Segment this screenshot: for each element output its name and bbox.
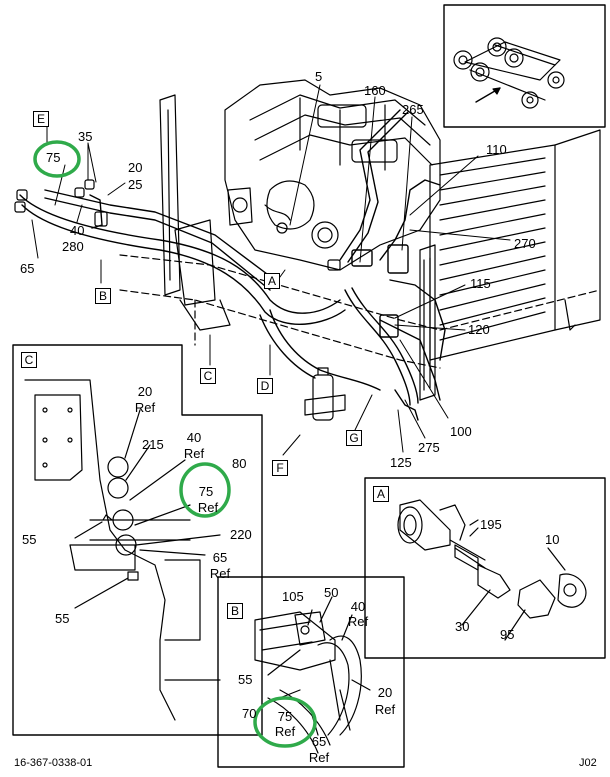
detail-c-view bbox=[12, 344, 263, 736]
detail-a-label-195: 195 bbox=[480, 517, 502, 532]
part-label-100: 100 bbox=[450, 424, 472, 439]
locator-inset bbox=[443, 4, 606, 128]
part-label-125: 125 bbox=[390, 455, 412, 470]
detail-c-label-20-ref: Ref bbox=[134, 400, 156, 415]
part-label-110: 110 bbox=[486, 142, 507, 157]
detail-c-label-55-a: 55 bbox=[22, 532, 37, 547]
detail-c-label-215: 215 bbox=[142, 437, 164, 452]
part-label-275: 275 bbox=[418, 440, 440, 455]
detail-a-tag: A bbox=[373, 486, 389, 502]
detail-c-label-75-ref: Ref bbox=[197, 500, 219, 515]
part-label-40: 40 bbox=[70, 223, 85, 238]
frame-rail bbox=[119, 254, 601, 369]
highlight-circles bbox=[33, 140, 317, 748]
engine-assembly bbox=[224, 79, 441, 271]
part-label-25: 25 bbox=[128, 177, 143, 192]
hose-fittings bbox=[14, 179, 341, 271]
part-label-265: 265 bbox=[402, 102, 424, 117]
view-tag-g: G bbox=[346, 430, 362, 446]
part-label-65: 65 bbox=[20, 261, 35, 276]
detail-b-label-55: 55 bbox=[238, 672, 253, 687]
radiator bbox=[419, 129, 601, 401]
detail-a-view bbox=[364, 477, 606, 659]
receiver-dryer bbox=[304, 367, 346, 421]
part-label-5: 5 bbox=[315, 69, 323, 84]
highlight-75-detail-c bbox=[179, 462, 231, 518]
detail-c-label-20: 20 bbox=[137, 384, 153, 399]
detail-c-label-65: 65 bbox=[212, 550, 228, 565]
view-tag-c: C bbox=[200, 368, 216, 384]
view-tag-d: D bbox=[257, 378, 273, 394]
view-tag-e: E bbox=[33, 111, 49, 127]
detail-c-label-65-ref: Ref bbox=[209, 566, 231, 581]
part-label-270: 270 bbox=[514, 236, 536, 251]
detail-c-label-40-ref: Ref bbox=[183, 446, 205, 461]
part-label-75-main: 75 bbox=[46, 150, 61, 165]
highlight-75-detail-b bbox=[253, 696, 317, 748]
detail-c-tag: C bbox=[21, 352, 37, 368]
view-tag-b: B bbox=[95, 288, 111, 304]
detail-c-label-80: 80 bbox=[232, 456, 247, 471]
detail-b-label-70: 70 bbox=[242, 706, 257, 721]
part-label-160: 160 bbox=[364, 83, 386, 98]
detail-a-label-10: 10 bbox=[545, 532, 560, 547]
part-label-35: 35 bbox=[78, 129, 93, 144]
part-label-120: 120 bbox=[468, 322, 490, 337]
detail-b-label-65-ref: Ref bbox=[308, 750, 330, 765]
detail-b-label-75-ref: Ref bbox=[274, 724, 296, 739]
part-label-280: 280 bbox=[62, 239, 84, 254]
hose-routing bbox=[19, 109, 446, 421]
detail-c-label-40: 40 bbox=[186, 430, 202, 445]
detail-b-label-40: 40 bbox=[350, 599, 366, 614]
view-tag-f: F bbox=[272, 460, 288, 476]
detail-b-label-65: 65 bbox=[311, 734, 327, 749]
detail-c-label-75: 75 bbox=[198, 484, 214, 499]
highlight-75-main bbox=[33, 140, 81, 178]
detail-b-label-20-ref: Ref bbox=[374, 702, 396, 717]
detail-a-label-95: 95 bbox=[500, 627, 515, 642]
detail-a-label-30: 30 bbox=[455, 619, 470, 634]
detail-b-label-50: 50 bbox=[324, 585, 339, 600]
view-tag-a: A bbox=[264, 273, 280, 289]
detail-b-label-40-ref: Ref bbox=[347, 614, 369, 629]
sheet-code: J02 bbox=[579, 757, 597, 769]
detail-b-tag: B bbox=[227, 603, 243, 619]
part-label-20: 20 bbox=[128, 160, 143, 175]
mounting-bracket bbox=[159, 94, 231, 331]
detail-b-label-20: 20 bbox=[377, 685, 393, 700]
leader-lines-main bbox=[31, 84, 511, 456]
detail-b-label-75: 75 bbox=[277, 709, 293, 724]
detail-c-label-220: 220 bbox=[230, 527, 252, 542]
drawing-number: 16-367-0338-01 bbox=[14, 757, 93, 769]
detail-b-label-105: 105 bbox=[282, 589, 304, 604]
detail-c-label-55-b: 55 bbox=[55, 611, 70, 626]
part-label-115: 115 bbox=[470, 276, 491, 291]
